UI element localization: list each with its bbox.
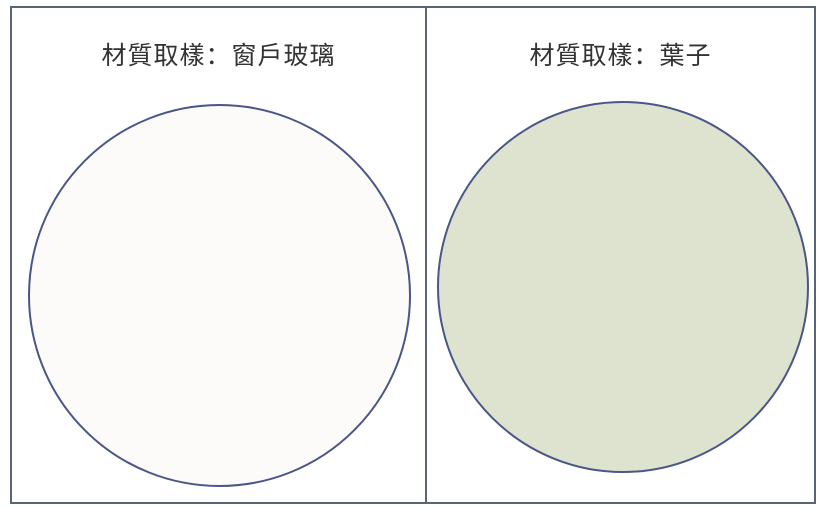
panel-title: 材質取樣：窗戶玻璃 xyxy=(101,41,336,70)
color-swatch-circle xyxy=(28,104,411,487)
panel-window-glass: 材質取樣：窗戶玻璃 xyxy=(12,8,427,502)
panel-title: 材質取樣：葉子 xyxy=(529,41,712,70)
panel-leaf: 材質取樣：葉子 xyxy=(427,8,814,502)
color-swatch-circle xyxy=(437,101,809,473)
comparison-frame: 材質取樣：窗戶玻璃 材質取樣：葉子 xyxy=(10,6,816,504)
